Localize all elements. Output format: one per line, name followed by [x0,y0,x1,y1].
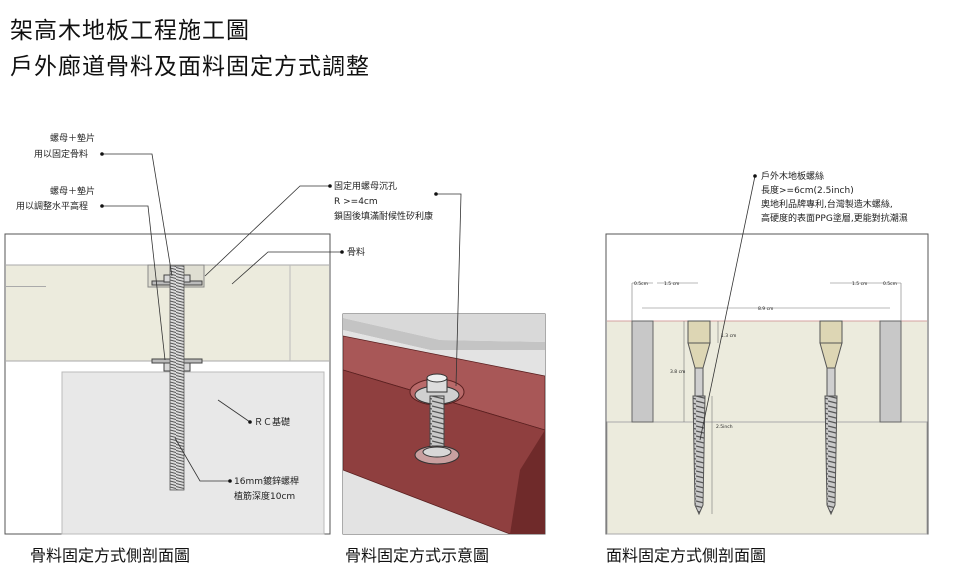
caption-left: 骨料固定方式側剖面圖 [30,546,191,565]
caption-middle: 骨料固定方式示意圖 [345,546,490,565]
deck-screw-right [819,320,843,516]
left-section-drawing [4,233,331,535]
label-joist: 骨料 [347,246,365,258]
joist-below [606,421,928,535]
dim-15-left: 1.5 cm [664,281,679,287]
rc-foundation [61,371,325,535]
label-screw-1: 戶外木地板螺絲 [761,170,824,182]
dim-89: 8.9 cm [758,306,773,312]
label-bolt-2: 植筋深度10cm [234,490,295,502]
deck-screw-left [687,320,711,516]
label-nut-top-1: 螺母＋墊片 [50,132,95,144]
label-hole-3: 鎖固後填滿耐候性矽利康 [334,210,433,222]
label-rc: ＲＣ基礎 [254,416,290,428]
label-nut-mid-1: 螺母＋墊片 [50,185,95,197]
left-leaders [102,153,342,482]
dim-25: 2.5inch [716,424,733,430]
gap-right [879,320,902,423]
label-screw-4: 高硬度的表面PPG塗層,更能對抗潮濕 [761,212,908,224]
label-hole-1: 固定用螺母沉孔 [334,180,397,192]
middle-perspective-drawing [342,313,546,535]
dim-05-right: 0.5cm [883,281,897,287]
page-subtitle: 戶外廊道骨料及面料固定方式調整 [10,54,370,80]
dim-05-left: 0.5cm [634,281,648,287]
threaded-rod [169,265,185,491]
dim-13: 1.3 cm [721,333,736,339]
label-nut-top-2: 用以固定骨料 [34,148,88,160]
dim-38: 3.8 cm [670,369,685,375]
gap-left [631,320,654,423]
label-screw-3: 奧地利品牌專利,台灣製造木螺絲, [761,198,893,210]
label-nut-mid-2: 用以調整水平高程 [16,200,88,212]
caption-right: 面料固定方式側剖面圖 [606,546,767,565]
label-screw-2: 長度>=6cm(2.5inch) [761,184,854,196]
right-section-drawing: 0.5cm 1.5 cm 1.5 cm 0.5cm 8.9 cm 1.3 cm … [605,233,929,535]
deck-board [607,321,927,422]
dim-15-right: 1.5 cm [852,281,867,287]
label-bolt-1: 16mm鍍鋅螺桿 [234,475,299,487]
page-title: 架高木地板工程施工圖 [10,18,250,44]
label-hole-2: R >=4cm [334,197,378,207]
